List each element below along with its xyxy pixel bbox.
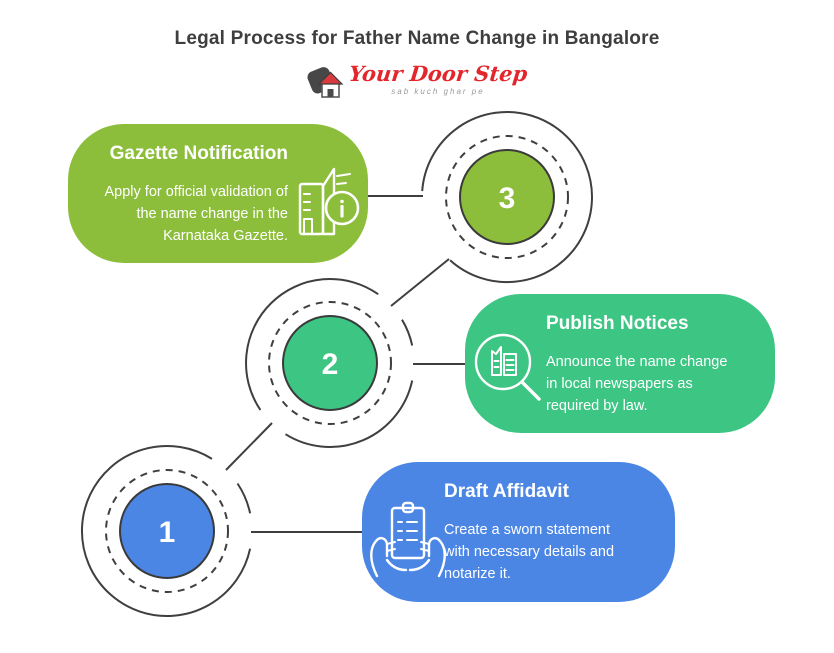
step1-title: Draft Affidavit	[444, 481, 569, 502]
step3-description: Apply for official validation of the nam…	[104, 184, 288, 244]
step1-dashed-ring	[105, 469, 229, 593]
newspaper-magnifier-icon	[467, 324, 545, 406]
step2-outer-ring	[245, 278, 414, 448]
brand-tagline: sab kuch ghar pe	[391, 87, 485, 96]
step3-card: Gazette Notification Apply for official …	[68, 124, 368, 263]
step2-circle	[282, 315, 378, 411]
step3-title: Gazette Notification	[109, 143, 288, 164]
gazette-building-info-icon	[292, 156, 362, 240]
step3-dashed-ring	[445, 135, 569, 259]
house-logo-icon	[307, 62, 345, 107]
step3-circle	[459, 149, 555, 245]
step1-outer-ring	[81, 445, 252, 617]
step2-node: 2	[245, 278, 414, 448]
step1-circle	[119, 483, 215, 579]
step2-title: Publish Notices	[546, 313, 689, 334]
step1-card: Draft Affidavit Create a sworn statement…	[362, 462, 675, 602]
clipboard-hands-icon	[364, 496, 452, 582]
step3-outer-ring	[421, 111, 593, 284]
step2-dashed-ring	[268, 301, 392, 425]
page-title: Legal Process for Father Name Change in …	[174, 28, 660, 49]
step1-description: Create a sworn statement with necessary …	[444, 522, 615, 582]
brand-logo: Your Door Step sab kuch ghar pe	[0, 61, 834, 107]
connector-step3-to-step2	[390, 258, 450, 307]
step3-number: 3	[499, 182, 516, 215]
connector-step2-to-step1	[225, 422, 273, 471]
step2-number: 2	[322, 348, 339, 381]
step3-node: 3	[421, 111, 593, 284]
step2-card: Publish Notices Announce the name change…	[465, 294, 775, 433]
step1-number: 1	[159, 516, 176, 549]
step2-description: Announce the name change in local newspa…	[546, 354, 728, 414]
step1-node: 1	[81, 445, 252, 617]
